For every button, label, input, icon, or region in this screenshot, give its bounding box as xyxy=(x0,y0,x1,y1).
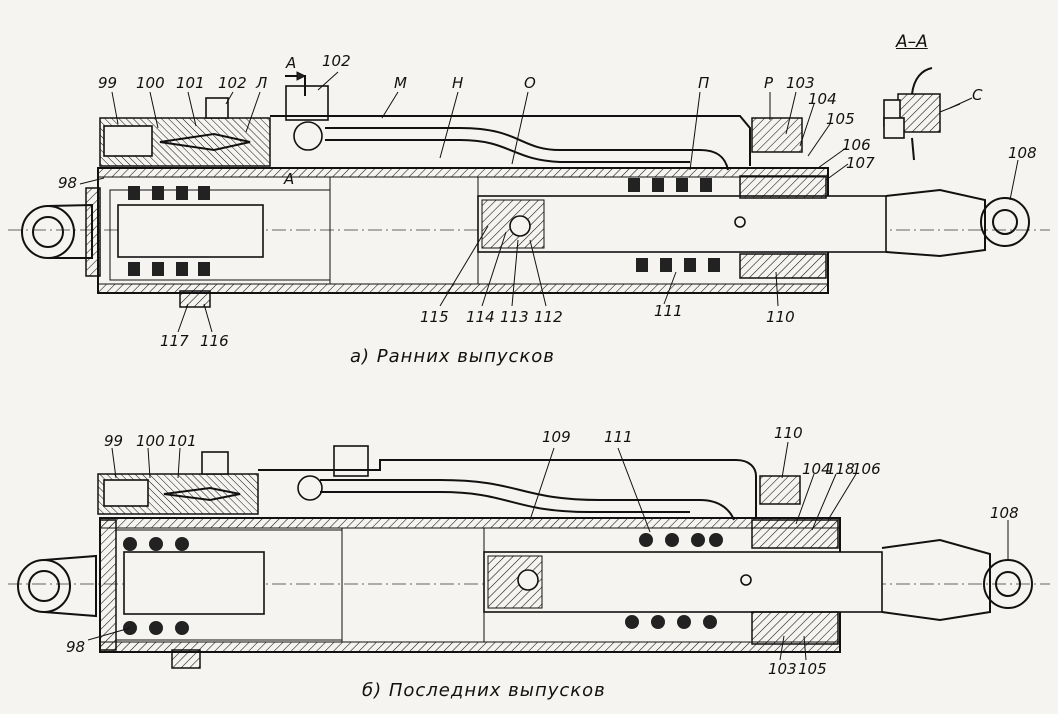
label-118-b: 118 xyxy=(826,460,855,478)
label-A-inner: А xyxy=(284,170,295,188)
label-99-b: 99 xyxy=(104,432,124,450)
label-R: Р xyxy=(764,74,774,92)
bottom-piston-rod xyxy=(483,551,883,613)
label-106: 106 xyxy=(842,136,871,154)
label-100: 100 xyxy=(136,74,165,92)
label-P: П xyxy=(698,74,710,92)
label-116: 116 xyxy=(200,332,229,350)
label-106-b: 106 xyxy=(852,460,881,478)
bottom-cylinder xyxy=(8,445,1050,669)
label-113: 113 xyxy=(500,308,529,326)
label-102-upper: 102 xyxy=(322,52,351,70)
label-115: 115 xyxy=(420,308,449,326)
label-99: 99 xyxy=(98,74,118,92)
label-108-b: 108 xyxy=(990,504,1019,522)
label-100-b: 100 xyxy=(136,432,165,450)
label-104-b: 104 xyxy=(802,460,831,478)
label-107: 107 xyxy=(846,154,875,172)
label-104: 104 xyxy=(808,90,837,108)
top-cylinder xyxy=(8,67,1050,308)
label-101: 101 xyxy=(176,74,205,92)
label-114: 114 xyxy=(466,308,495,326)
label-112: 112 xyxy=(534,308,563,326)
label-101-b: 101 xyxy=(168,432,197,450)
caption-early-models: а) Ранних выпусков xyxy=(350,346,555,367)
label-102: 102 xyxy=(218,74,247,92)
section-a-a-title: А–А xyxy=(896,32,928,52)
top-fitting-102 xyxy=(205,97,229,119)
label-98-b: 98 xyxy=(66,638,86,656)
label-109-b: 109 xyxy=(542,428,571,446)
label-L: Л xyxy=(256,74,268,92)
label-111: 111 xyxy=(654,302,683,320)
caption-late-models: б) Последних выпусков xyxy=(362,680,606,701)
label-105-b: 105 xyxy=(798,660,827,678)
section-a-a-detail xyxy=(883,67,961,161)
top-left-eye xyxy=(21,205,75,259)
label-103-b: 103 xyxy=(768,660,797,678)
label-105: 105 xyxy=(826,110,855,128)
label-M: М xyxy=(394,74,407,92)
top-piston-rod xyxy=(477,195,887,253)
top-right-eye xyxy=(980,197,1030,247)
label-103: 103 xyxy=(786,74,815,92)
label-C: С xyxy=(972,86,983,104)
bottom-left-eye xyxy=(17,559,71,613)
label-111-b: 111 xyxy=(604,428,633,446)
label-N: Н xyxy=(452,74,464,92)
label-O: О xyxy=(524,74,536,92)
label-117: 117 xyxy=(160,332,189,350)
label-110-b: 110 xyxy=(774,424,803,442)
label-110: 110 xyxy=(766,308,795,326)
section-arrow-label: А xyxy=(286,54,297,72)
label-98: 98 xyxy=(58,174,78,192)
label-108: 108 xyxy=(1008,144,1037,162)
